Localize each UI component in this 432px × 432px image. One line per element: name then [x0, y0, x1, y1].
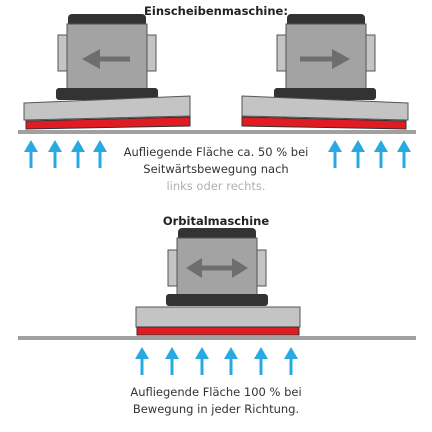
single-disc-caption: Aufliegende Fläche ca. 50 % bei Seitwärt…: [110, 144, 322, 195]
up-arrow-icon: [93, 140, 107, 168]
single-disc-machine-right: [241, 14, 409, 130]
up-arrow-icon: [397, 140, 411, 168]
caption-line: Aufliegende Fläche ca. 50 % bei: [123, 145, 309, 159]
orbital-machine: [135, 228, 301, 336]
pressure-arrows-top-right: [328, 140, 411, 168]
pressure-arrows-top-left: [24, 140, 107, 168]
caption-line: Bewegung in jeder Richtung.: [132, 402, 300, 416]
up-arrow-icon: [254, 347, 268, 375]
arrow-left-icon: [82, 49, 130, 69]
double-arrow-icon: [186, 258, 248, 278]
up-arrow-icon: [195, 347, 209, 375]
caption-line: Aufliegende Fläche 100 % bei: [130, 385, 302, 399]
orbital-title: Orbitalmaschine: [162, 214, 270, 228]
pressure-arrows-bottom: [135, 347, 298, 375]
up-arrow-icon: [48, 140, 62, 168]
floor-line-top: [18, 130, 416, 134]
up-arrow-icon: [71, 140, 85, 168]
single-disc-title: Einscheibenmaschine:: [144, 4, 288, 18]
up-arrow-icon: [24, 140, 38, 168]
up-arrow-icon: [135, 347, 149, 375]
up-arrow-icon: [374, 140, 388, 168]
up-arrow-icon: [165, 347, 179, 375]
orbital-caption: Aufliegende Fläche 100 % bei Bewegung in…: [110, 384, 322, 418]
arrow-right-icon: [300, 49, 350, 69]
single-disc-machine-left: [23, 14, 191, 130]
up-arrow-icon: [284, 347, 298, 375]
floor-line-bottom: [18, 336, 416, 340]
caption-line: links oder rechts.: [166, 179, 266, 193]
up-arrow-icon: [224, 347, 238, 375]
caption-line: Seitwärtsbewegung nach: [143, 162, 289, 176]
up-arrow-icon: [328, 140, 342, 168]
up-arrow-icon: [351, 140, 365, 168]
